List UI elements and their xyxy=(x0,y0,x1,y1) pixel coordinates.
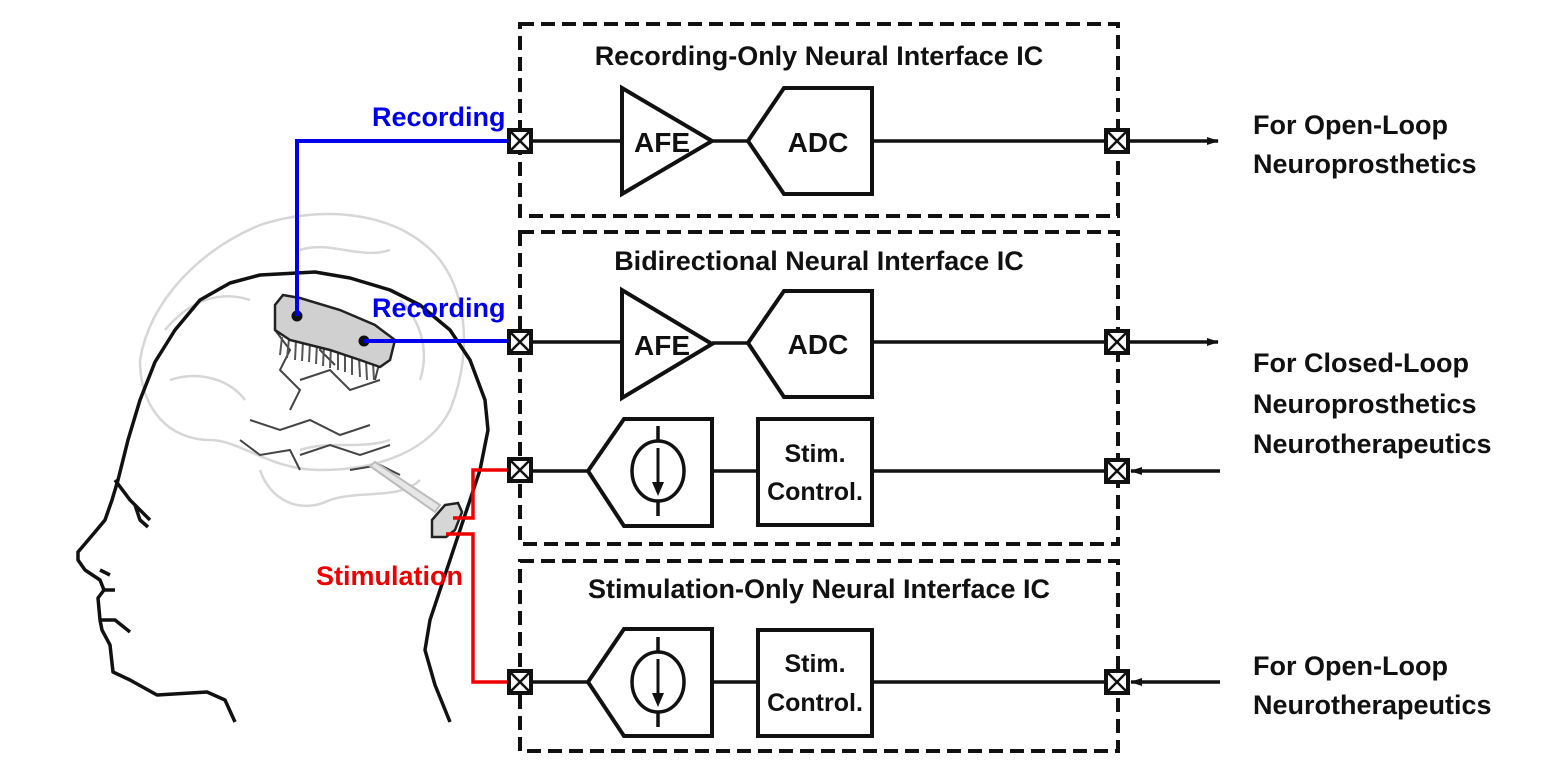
pads xyxy=(507,128,1130,695)
crossed-box-pad-icon xyxy=(507,457,533,483)
stimulation-label: Stimulation xyxy=(316,561,463,591)
svg-text:AFE: AFE xyxy=(634,127,690,158)
svg-text:ADC: ADC xyxy=(788,329,849,360)
app-label-line: Neurotherapeutics xyxy=(1253,690,1492,720)
crossed-box-pad-icon xyxy=(1104,128,1130,154)
ic-title: Recording-Only Neural Interface IC xyxy=(595,41,1044,71)
app-label-line: For Open-Loop xyxy=(1253,110,1448,140)
application-labels: For Open-Loop Neuroprosthetics For Close… xyxy=(1253,110,1492,720)
crossed-box-pad-icon xyxy=(1104,458,1130,484)
app-label-line: For Open-Loop xyxy=(1253,651,1448,681)
ic-title: Stimulation-Only Neural Interface IC xyxy=(588,574,1050,604)
crossed-box-pad-icon xyxy=(507,329,533,355)
ic-recording-only: Recording-Only Neural Interface IC AFE A… xyxy=(518,22,1120,218)
microelectrode-array-icon xyxy=(273,293,397,381)
stimulation-wires xyxy=(446,468,511,684)
svg-text:AFE: AFE xyxy=(634,330,690,361)
crossed-box-pad-icon xyxy=(1104,669,1130,695)
app-label-line: For Closed-Loop xyxy=(1253,348,1469,378)
stim-control-block: Stim. Control. xyxy=(756,628,874,738)
recording-label-mid: Recording xyxy=(372,293,506,323)
recording-label-top: Recording xyxy=(372,102,506,132)
svg-text:ADC: ADC xyxy=(788,127,849,158)
deep-brain-electrode-icon xyxy=(368,460,464,539)
stim-control-block: Stim. Control. xyxy=(756,417,874,527)
ic-bidirectional: Bidirectional Neural Interface IC AFE AD… xyxy=(518,230,1120,546)
adc-block: ADC xyxy=(745,289,874,399)
app-label-line: Neuroprosthetics xyxy=(1253,149,1477,179)
svg-text:Control.: Control. xyxy=(767,689,863,717)
ic-stimulation-only: Stimulation-Only Neural Interface IC Sti… xyxy=(518,559,1120,753)
adc-block: ADC xyxy=(745,86,874,196)
svg-text:Control.: Control. xyxy=(767,478,863,506)
afe-block: AFE xyxy=(620,84,716,198)
current-source-icon xyxy=(585,417,714,528)
recording-wire-top xyxy=(295,139,511,316)
output-arrows xyxy=(1129,137,1220,686)
app-label-line: Neurotherapeutics xyxy=(1253,429,1492,459)
brain-icon xyxy=(138,212,466,508)
crossed-box-pad-icon xyxy=(507,669,533,695)
head-illustration xyxy=(76,212,490,723)
svg-text:Stim.: Stim. xyxy=(784,440,845,468)
afe-block: AFE xyxy=(620,286,716,402)
app-label-line: Neuroprosthetics xyxy=(1253,389,1477,419)
human-head-outline-icon xyxy=(76,270,490,723)
crossed-box-pad-icon xyxy=(507,128,533,154)
crossed-box-pad-icon xyxy=(1104,329,1130,355)
ic-title: Bidirectional Neural Interface IC xyxy=(614,246,1024,276)
current-source-icon xyxy=(585,627,714,738)
svg-text:Stim.: Stim. xyxy=(784,650,845,678)
